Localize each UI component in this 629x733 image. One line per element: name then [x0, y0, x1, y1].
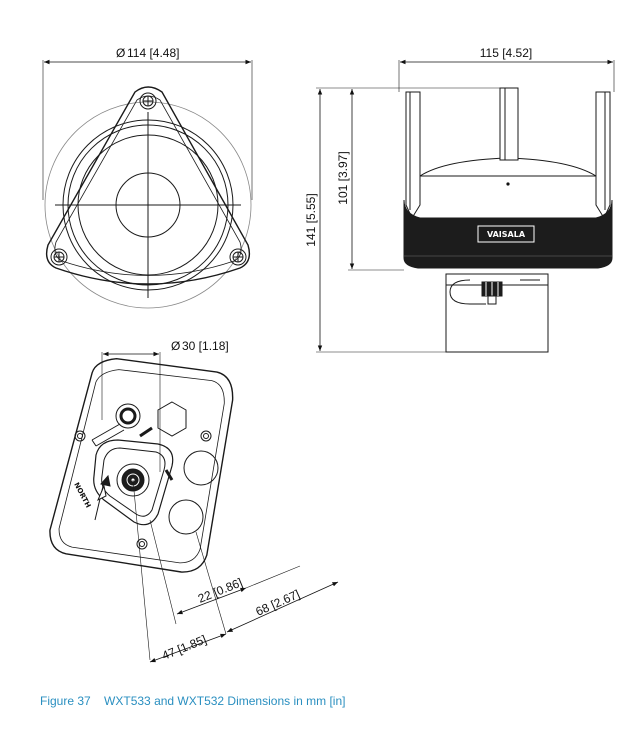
north-arrow-label: NORTH — [72, 481, 92, 509]
bottom-offset-center-dimension-line — [149, 633, 227, 663]
left-screw-icon — [50, 248, 68, 266]
right-screw-icon — [229, 248, 247, 266]
bottom-offset-large-dimension-line — [226, 581, 339, 633]
bottom-offset-small-label: 22 [0.86] — [196, 575, 245, 605]
side-height-total-label: 141 [5.55] — [304, 193, 318, 246]
figure-caption: Figure 37 WXT533 and WXT532 Dimensions i… — [40, 694, 345, 708]
bottom-screw-right-icon — [200, 430, 212, 442]
cable-connector — [91, 403, 141, 447]
figure-title: WXT533 and WXT532 Dimensions in mm [in] — [104, 694, 346, 708]
vaisala-logo-plate — [477, 225, 535, 243]
bottom-view — [49, 351, 339, 663]
side-height-body-label: 101 [3.97] — [336, 151, 350, 204]
side-width-label: 115 [4.52] — [480, 46, 533, 60]
bottom-connector — [116, 463, 150, 497]
dimension-drawing: Ø 114 [4.48] VAI — [42, 46, 615, 663]
top-screw-icon — [139, 92, 157, 110]
top-view — [42, 59, 253, 309]
top-diameter-symbol: Ø — [116, 46, 125, 60]
bottom-offset-center-label: 47 [1.85] — [160, 632, 209, 662]
north-arrow-icon — [94, 474, 111, 521]
left-transducer-arm — [405, 91, 421, 220]
bottom-screw-left-icon — [74, 430, 86, 442]
bottom-diameter-label: 30 [1.18] — [182, 339, 229, 353]
mount-plate — [93, 439, 174, 526]
bottom-view-triangle-housing — [49, 357, 234, 573]
side-view — [316, 59, 615, 353]
top-view-triangle-housing — [45, 86, 251, 285]
top-diameter-label: 114 [4.48] — [127, 46, 180, 60]
figure-number: Figure 37 — [40, 694, 91, 708]
right-transducer-arm — [595, 91, 611, 220]
vaisala-logo-text: VAISALA — [487, 230, 526, 239]
side-view-mounting-base — [445, 273, 549, 353]
side-view-dome — [419, 157, 597, 177]
center-transducer-arm — [499, 87, 519, 161]
bottom-hole-upper — [183, 450, 219, 486]
bottom-diameter-symbol: Ø — [171, 339, 180, 353]
bottom-screw-bottom-icon — [136, 538, 148, 550]
bottom-hole-lower — [168, 499, 204, 535]
bottom-offset-large-label: 68 [2.67] — [254, 587, 302, 619]
hex-nut — [157, 401, 187, 437]
